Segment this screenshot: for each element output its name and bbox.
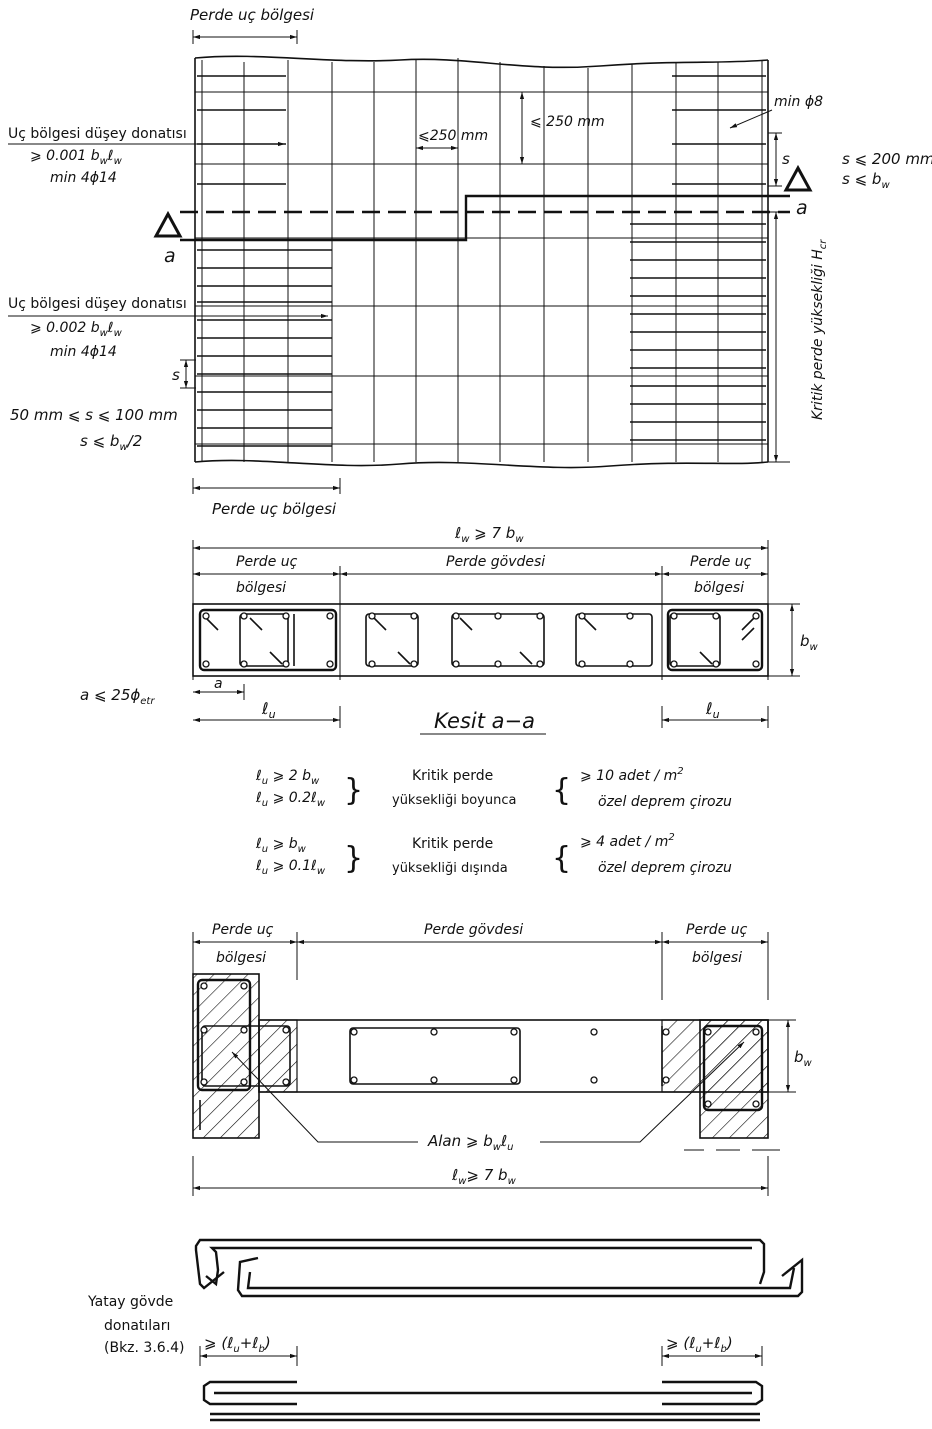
cond1-right-2: özel deprem çirozu <box>598 794 732 810</box>
right-main-tie <box>666 608 764 672</box>
section-right-zone-l1: Perde uç <box>690 554 752 570</box>
section-marker-left <box>153 210 183 238</box>
flanged-longitudinal-bars <box>200 982 760 1108</box>
flanged-left-zone-l2: bölgesi <box>216 950 266 966</box>
cond2-mid-2: yüksekliği dışında <box>392 861 508 876</box>
section-marker-right <box>783 164 813 192</box>
conditions-table: ℓu ⩾ 2 bw ℓu ⩾ 0.2ℓw } Kritik perde yüks… <box>255 766 732 877</box>
web-tie <box>575 613 653 667</box>
horizontal-spacing-label: ⩽250 mm <box>418 128 488 144</box>
cond1-left-1: ℓu ⩾ 2 bw <box>255 768 320 787</box>
condition-row-1: ℓu ⩾ 2 bw ℓu ⩾ 0.2ℓw } Kritik perde yüks… <box>255 766 732 810</box>
cond2-right-2: özel deprem çirozu <box>598 860 732 876</box>
cond2-open-brace: { <box>552 841 571 876</box>
end-zone-bottom-label: Perde uç bölgesi <box>212 500 337 518</box>
lower-end-zone-ties <box>197 223 766 447</box>
min-bar-label: min ϕ8 <box>774 94 823 110</box>
section-right-zone-l2: bölgesi <box>694 580 744 596</box>
hbar-label-1: Yatay gövde <box>87 1294 173 1310</box>
lower-note-line1: Uç bölgesi düşey donatısı <box>8 296 187 312</box>
right-return-wall <box>699 1019 769 1139</box>
longitudinal-bars <box>202 612 760 668</box>
lower-note-line2: ⩾ 0.002 bwℓw <box>30 320 123 339</box>
a-label: a <box>214 676 223 692</box>
horizontal-bar-details: Yatay gövde donatıları (Bkz. 3.6.4) ⩾ (ℓ… <box>87 1238 804 1422</box>
section-title: Kesit a−a <box>434 709 535 733</box>
wall-bottom-break-line <box>194 459 769 469</box>
section-mark-left: a <box>164 245 176 267</box>
condition-row-2: ℓu ⩾ bw ℓu ⩾ 0.1ℓw } Kritik perde yüksek… <box>255 832 732 877</box>
left-end-zone-web <box>258 1019 298 1093</box>
flanged-right-zone-l2: bölgesi <box>692 950 742 966</box>
vertical-spacing-label: ⩽ 250 mm <box>530 114 605 130</box>
spacing-left-line1: 50 mm ⩽ s ⩽ 100 mm <box>10 406 178 424</box>
cond2-left-1: ℓu ⩾ bw <box>255 836 307 855</box>
section-left-zone-l2: bölgesi <box>236 580 286 596</box>
lower-left-note: Uç bölgesi düşey donatısı ⩾ 0.002 bwℓw m… <box>8 296 328 360</box>
section-cut-line <box>180 194 790 242</box>
horizontal-bar-1 <box>194 1238 766 1290</box>
end-zone-top-label: Perde uç bölgesi <box>190 6 315 24</box>
flanged-right-zone-l1: Perde uç <box>686 922 748 938</box>
a-limit-label: a ⩽ 25ϕetr <box>80 686 155 707</box>
wall-top-break-line <box>194 55 769 69</box>
section-left-zone-l1: Perde uç <box>236 554 298 570</box>
u-bar-right <box>662 1380 764 1406</box>
cond2-mid-1: Kritik perde <box>412 836 493 852</box>
section-outline <box>192 603 769 677</box>
spacing-left-line2: s ⩽ bw/2 <box>80 432 142 453</box>
flanged-left-zone-l1: Perde uç <box>212 922 274 938</box>
lap-left-label: ⩾ (ℓu+ℓb) <box>204 1334 271 1355</box>
section-total-length: ℓw ⩾ 7 bw <box>454 524 524 545</box>
cond1-brace: } <box>344 773 363 808</box>
lower-note-line3: min 4ϕ14 <box>50 344 117 360</box>
flanged-web-label: Perde gövdesi <box>424 922 523 938</box>
cond1-open-brace: { <box>552 773 571 808</box>
cond1-right-1: ⩾ 10 adet / m2 <box>580 766 684 784</box>
hbar-label-3: (Bkz. 3.6.4) <box>104 1340 185 1356</box>
lu-right-label: ℓu <box>705 699 720 721</box>
critical-height-label: Kritik perde yüksekliği Hcr <box>810 239 829 420</box>
upper-note-line1: Uç bölgesi düşey donatısı <box>8 126 187 142</box>
upper-left-note: Uç bölgesi düşey donatısı ⩾ 0.001 bwℓw m… <box>8 126 285 186</box>
hbar-label-2: donatıları <box>104 1318 170 1334</box>
wall-elevation: Perde uç bölgesi <box>8 6 932 518</box>
upper-note-line2: ⩾ 0.001 bwℓw <box>30 148 123 167</box>
cond1-left-2: ℓu ⩾ 0.2ℓw <box>255 790 326 809</box>
horizontal-web-bars <box>195 91 768 445</box>
flanged-bw-label: bw <box>794 1048 813 1069</box>
cond2-left-2: ℓu ⩾ 0.1ℓw <box>255 858 326 877</box>
area-label: Alan ⩾ bwℓu <box>427 1132 514 1153</box>
section-web-label: Perde gövdesi <box>446 554 545 570</box>
section-mark-right: a <box>796 197 808 219</box>
cond1-mid-2: yüksekliği boyunca <box>392 793 516 808</box>
lap-right-label: ⩾ (ℓu+ℓb) <box>666 1334 733 1355</box>
spacing-right-line1: s ⩽ 200 mm <box>842 150 932 168</box>
section-bw-label: bw <box>800 632 819 653</box>
cond1-mid-1: Kritik perde <box>412 768 493 784</box>
left-main-tie <box>198 608 338 672</box>
lower-s-label: s <box>172 366 180 384</box>
cond2-right-1: ⩾ 4 adet / m2 <box>580 832 675 850</box>
lu-left-label: ℓu <box>261 699 276 721</box>
cond2-brace: } <box>344 841 363 876</box>
upper-end-zone-ties <box>197 75 766 185</box>
section-a-a: ℓw ⩾ 7 bw Perde uç bölgesi Perde gövdesi… <box>80 524 819 735</box>
upper-note-line3: min 4ϕ14 <box>50 170 117 186</box>
left-flange <box>192 973 260 1139</box>
flanged-section: Perde uç bölgesi Perde gövdesi Perde uç … <box>192 922 813 1196</box>
horizontal-bar-2 <box>236 1256 804 1298</box>
spacing-right-line2: s ⩽ bw <box>842 170 890 191</box>
upper-s-label: s <box>782 150 790 168</box>
u-bar-left <box>202 1380 297 1406</box>
flanged-total-label: ℓw⩾ 7 bw <box>451 1166 517 1187</box>
web-tie <box>451 613 545 667</box>
web-tie <box>365 613 419 667</box>
